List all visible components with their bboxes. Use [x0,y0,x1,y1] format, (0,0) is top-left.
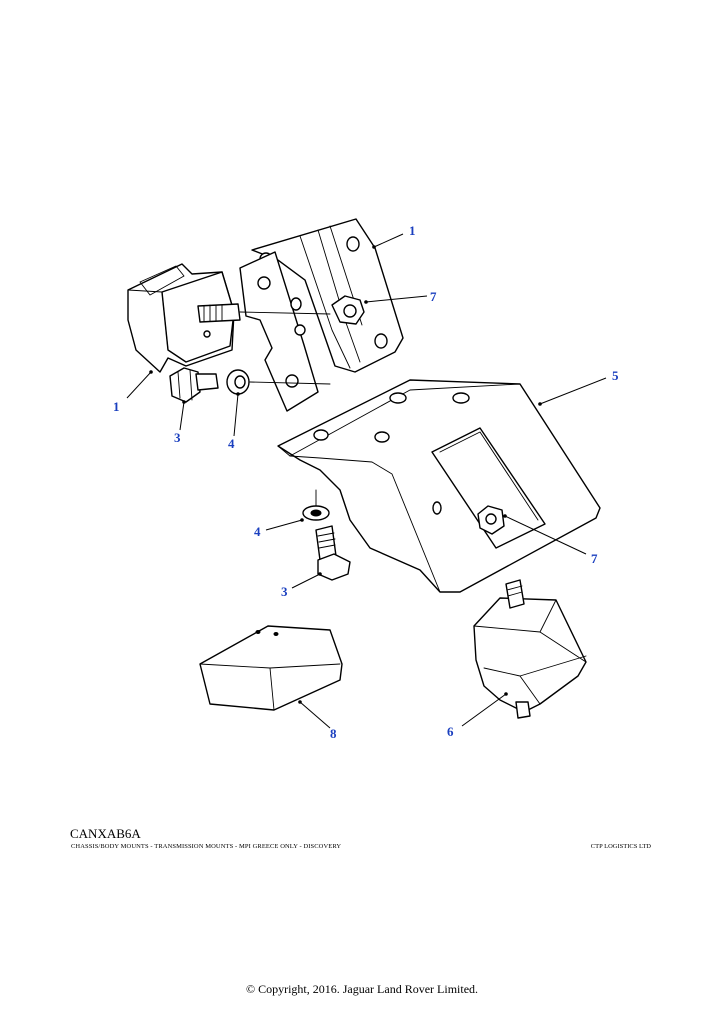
part-1-mount-block [127,263,241,373]
copyright-notice: © Copyright, 2016. Jaguar Land Rover Lim… [245,982,479,996]
callout-5: 5 [612,368,619,383]
callout-7-lower: 7 [591,551,598,566]
part-3-bolt-lower [315,525,351,581]
callout-1-left: 1 [113,399,120,414]
callout-1-upper: 1 [409,223,416,238]
part-7-nut-upper [331,295,365,325]
callout-3-upper: 3 [174,430,181,445]
callout-4-lower: 4 [254,524,261,539]
diagram-caption: CHASSIS/BODY MOUNTS - TRANSMISSION MOUNT… [71,843,342,850]
callout-7-upper: 7 [430,289,437,304]
part-1-clamp-plate [239,251,319,412]
reference-code: CANXAB6A [70,826,141,841]
part-4-washer-upper [226,369,250,395]
part-6-transmission-mount [473,579,587,719]
callout-4-upper: 4 [228,436,235,451]
callout-3-lower: 3 [281,584,288,599]
callout-6: 6 [447,724,454,739]
company-name: CTP LOGISTICS LTD [590,843,651,850]
leader-lines [126,233,607,729]
part-4-washer-lower [302,489,330,521]
callout-8: 8 [330,726,337,741]
part-5-main-bracket [277,379,601,593]
part-8-rubber-pad [199,625,343,711]
part-3-bolt-upper [169,367,219,403]
part-7-nut-lower [477,505,505,535]
